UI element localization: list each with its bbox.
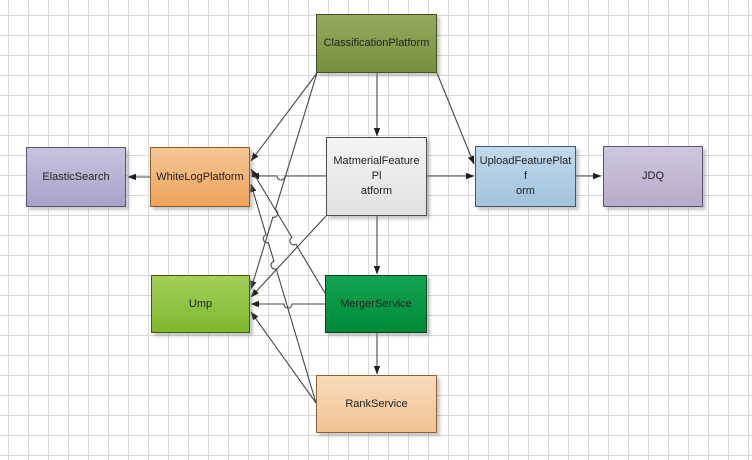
- node-classification-platform[interactable]: ClassificationPlatform: [316, 14, 437, 73]
- node-label: RankService: [345, 397, 408, 410]
- node-jdq[interactable]: JDQ: [603, 146, 703, 207]
- node-rank-service[interactable]: RankService: [316, 375, 437, 433]
- node-label: JDQ: [642, 170, 664, 183]
- node-label: ClassificationPlatform: [323, 37, 430, 50]
- node-merger-service[interactable]: MergerService: [325, 275, 427, 333]
- node-elastic-search[interactable]: ElasticSearch: [26, 147, 126, 207]
- node-label: MatmerialFeaturePl atform: [333, 155, 420, 197]
- edge-classification-platform-to-white-log-platform: [250, 72, 318, 162]
- edge-classification-platform-to-ump: [250, 72, 318, 290]
- edge-matmerial-feature-platform-to-white-log-platform: [250, 172, 326, 181]
- edge-rank-service-to-ump: [250, 311, 317, 404]
- node-label: MergerService: [340, 297, 412, 310]
- node-white-log-platform[interactable]: WhiteLogPlatform: [150, 147, 250, 207]
- node-label: ElasticSearch: [42, 170, 110, 183]
- node-label: UploadFeaturePlatf orm: [479, 155, 572, 197]
- node-upload-feature-platform[interactable]: UploadFeaturePlatf orm: [475, 146, 576, 207]
- edge-rank-service-to-white-log-platform: [250, 183, 317, 404]
- node-label: Ump: [188, 297, 213, 310]
- edge-merger-service-to-white-log-platform: [250, 168, 326, 294]
- node-label: WhiteLogPlatform: [156, 170, 244, 183]
- node-ump[interactable]: Ump: [151, 275, 250, 333]
- edge-matmerial-feature-platform-to-ump: [250, 215, 327, 298]
- edge-classification-platform-to-upload-feature-platform: [436, 72, 475, 165]
- node-matmerial-feature-platform[interactable]: MatmerialFeaturePl atform: [326, 137, 427, 216]
